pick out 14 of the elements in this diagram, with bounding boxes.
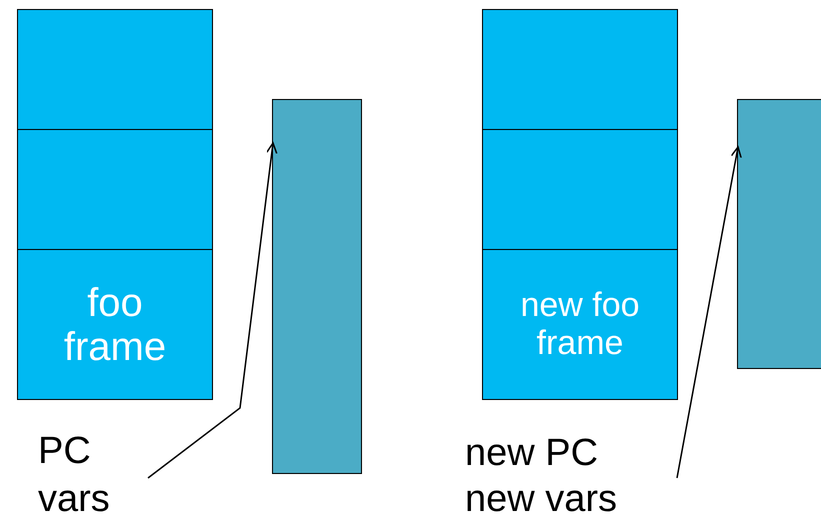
arrow [148, 142, 278, 479]
memory-block [272, 99, 362, 474]
register-label: new vars [465, 478, 677, 528]
arrow [676, 146, 742, 478]
stack-frame-box [17, 129, 213, 250]
stack-frame-box [482, 129, 678, 250]
register-label: new PC [465, 432, 645, 478]
register-label: PC [38, 430, 118, 476]
stack-frame-box [482, 9, 678, 130]
stack-frame-box [17, 9, 213, 130]
stack-frame-box: new foo frame [482, 249, 678, 400]
memory-block [737, 99, 821, 369]
stack-frame-box: foo frame [17, 249, 213, 400]
register-label: vars [38, 478, 148, 528]
